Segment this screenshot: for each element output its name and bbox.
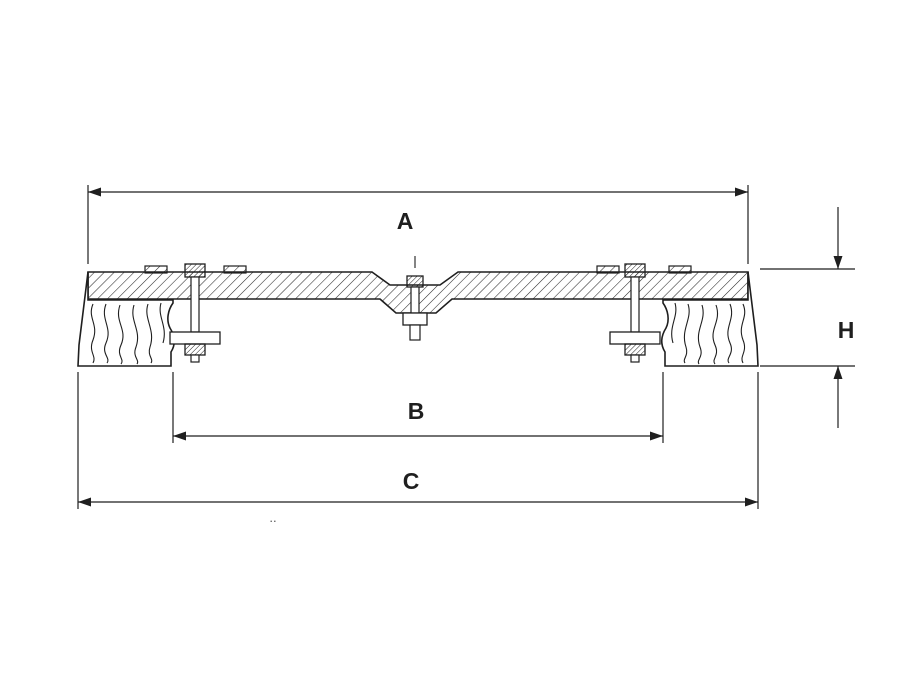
bolt-tip bbox=[630, 354, 640, 363]
bolt-right bbox=[609, 263, 661, 363]
arrowhead-up bbox=[833, 366, 843, 379]
frame-right-outline bbox=[660, 271, 759, 367]
dim-label-b: B bbox=[408, 398, 425, 424]
arrowhead-left bbox=[173, 431, 186, 441]
frame-rib bbox=[132, 304, 139, 365]
arrowhead-left bbox=[78, 497, 91, 507]
dimension-h: H bbox=[760, 207, 855, 428]
frame-rib bbox=[146, 303, 153, 364]
bolt-left bbox=[169, 263, 221, 363]
bolt-nut bbox=[624, 343, 646, 356]
arrowhead-left bbox=[88, 187, 101, 197]
frame-rib bbox=[159, 302, 165, 344]
frame-rib bbox=[740, 303, 746, 364]
frame-rib bbox=[103, 303, 109, 364]
clamp-plate bbox=[169, 331, 221, 345]
dimension-c: C bbox=[77, 372, 759, 509]
arrowhead-right bbox=[745, 497, 758, 507]
center-bolt-shaft bbox=[410, 286, 420, 314]
arrowhead-right bbox=[735, 187, 748, 197]
bolt-head bbox=[624, 263, 646, 278]
arrowhead-down bbox=[833, 256, 843, 269]
dim-label-h: H bbox=[838, 317, 855, 343]
frame-rib bbox=[697, 304, 704, 365]
frame-rib bbox=[712, 304, 718, 365]
dimension-b: B bbox=[172, 372, 664, 443]
bolt-nut bbox=[184, 343, 206, 356]
dim-label-a: A bbox=[397, 208, 414, 234]
frame-right bbox=[660, 271, 759, 367]
frame-rib bbox=[90, 303, 96, 364]
center-bolt-tail bbox=[409, 324, 421, 341]
dimension-a: A bbox=[87, 185, 749, 264]
center-nut bbox=[402, 312, 428, 326]
frame-rib bbox=[118, 304, 124, 365]
bolt-shaft bbox=[630, 276, 640, 333]
frame-rib bbox=[683, 303, 690, 364]
frame-left-outline bbox=[77, 271, 176, 367]
arrowhead-right bbox=[650, 431, 663, 441]
footnote-mark: .. bbox=[269, 510, 276, 525]
bolt-shaft bbox=[190, 276, 200, 333]
center-bolt-head bbox=[406, 275, 424, 288]
center-fitting bbox=[402, 256, 428, 341]
frame-rib bbox=[727, 303, 733, 364]
bolt-tip bbox=[190, 354, 200, 363]
clamp-plate bbox=[609, 331, 661, 345]
bolt-head bbox=[184, 263, 206, 278]
dim-label-c: C bbox=[403, 468, 420, 494]
frame-rib bbox=[671, 302, 677, 344]
frame-left bbox=[77, 271, 176, 367]
